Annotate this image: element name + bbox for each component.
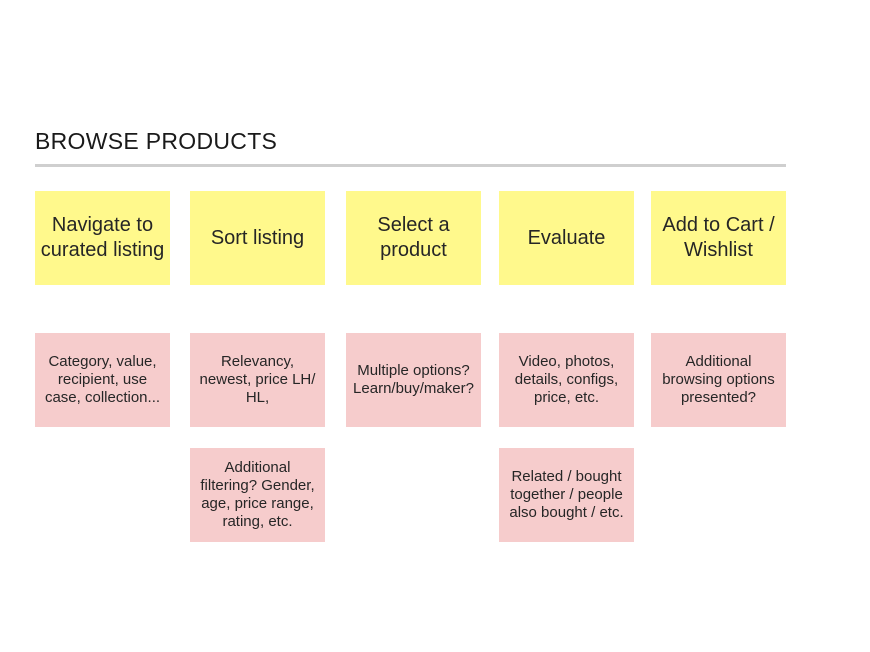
step-note-select[interactable]: Select a product [346,191,481,285]
detail-note-evaluate[interactable]: Video, photos, details, configs, price, … [499,333,634,427]
title-divider [35,164,786,167]
step-note-evaluate[interactable]: Evaluate [499,191,634,285]
board-title: BROWSE PRODUCTS [35,128,278,154]
detail-note-navigate[interactable]: Category, value, recipient, use case, co… [35,333,170,427]
detail-note-sort-filtering[interactable]: Additional filtering? Gender, age, price… [190,448,325,542]
step-note-navigate[interactable]: Navigate to curated listing [35,191,170,285]
step-note-add-to-cart[interactable]: Add to Cart / Wishlist [651,191,786,285]
detail-note-add-to-cart[interactable]: Additional browsing options presented? [651,333,786,427]
step-note-sort[interactable]: Sort listing [190,191,325,285]
detail-note-sort[interactable]: Relevancy, newest, price LH/ HL, [190,333,325,427]
detail-note-evaluate-related[interactable]: Related / bought together / people also … [499,448,634,542]
detail-note-select[interactable]: Multiple options? Learn/buy/maker? [346,333,481,427]
